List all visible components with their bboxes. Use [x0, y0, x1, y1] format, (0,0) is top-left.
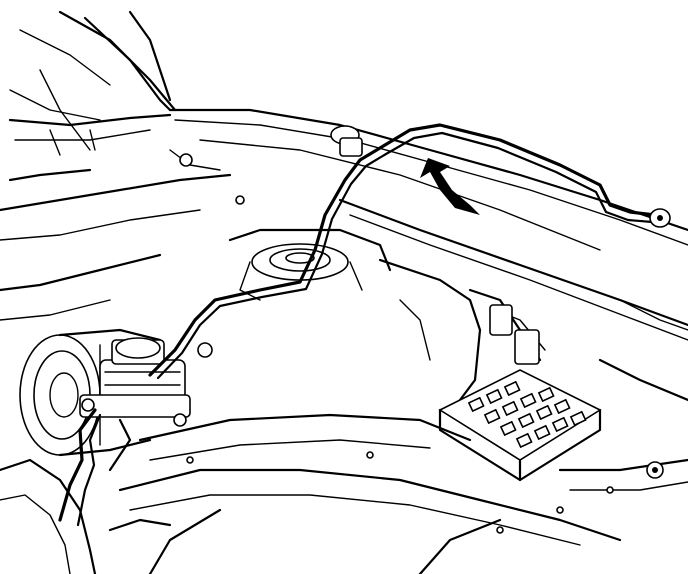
relay-icon	[489, 304, 513, 336]
bolt-icon	[179, 153, 193, 167]
cowl-top-rail	[168, 108, 688, 341]
lower-brake-lines	[58, 408, 132, 527]
relay-icon	[514, 329, 540, 365]
reservoir-cap-icon	[115, 337, 161, 359]
strut-tower	[228, 228, 392, 301]
fitting-icon	[81, 398, 95, 412]
bolt-icon	[606, 486, 614, 494]
fender-apron	[378, 258, 546, 402]
grommet-icon	[197, 342, 213, 358]
fitting-body-icon	[339, 137, 363, 157]
hood-hinge-area	[8, 10, 177, 156]
left-body-structure	[0, 149, 245, 321]
fuse-block	[438, 369, 602, 482]
lower-frame	[118, 299, 688, 574]
bolt-icon	[556, 506, 564, 514]
bolt-icon	[186, 456, 194, 464]
direction-arrow-icon	[420, 158, 480, 215]
bolt-icon	[235, 195, 245, 205]
pipe-fittings	[330, 125, 671, 228]
wheel-arch	[0, 458, 172, 574]
bolt-icon	[496, 526, 504, 534]
fitting-icon	[173, 413, 187, 427]
bolt-icon	[366, 451, 374, 459]
brake-pipe	[148, 123, 657, 380]
